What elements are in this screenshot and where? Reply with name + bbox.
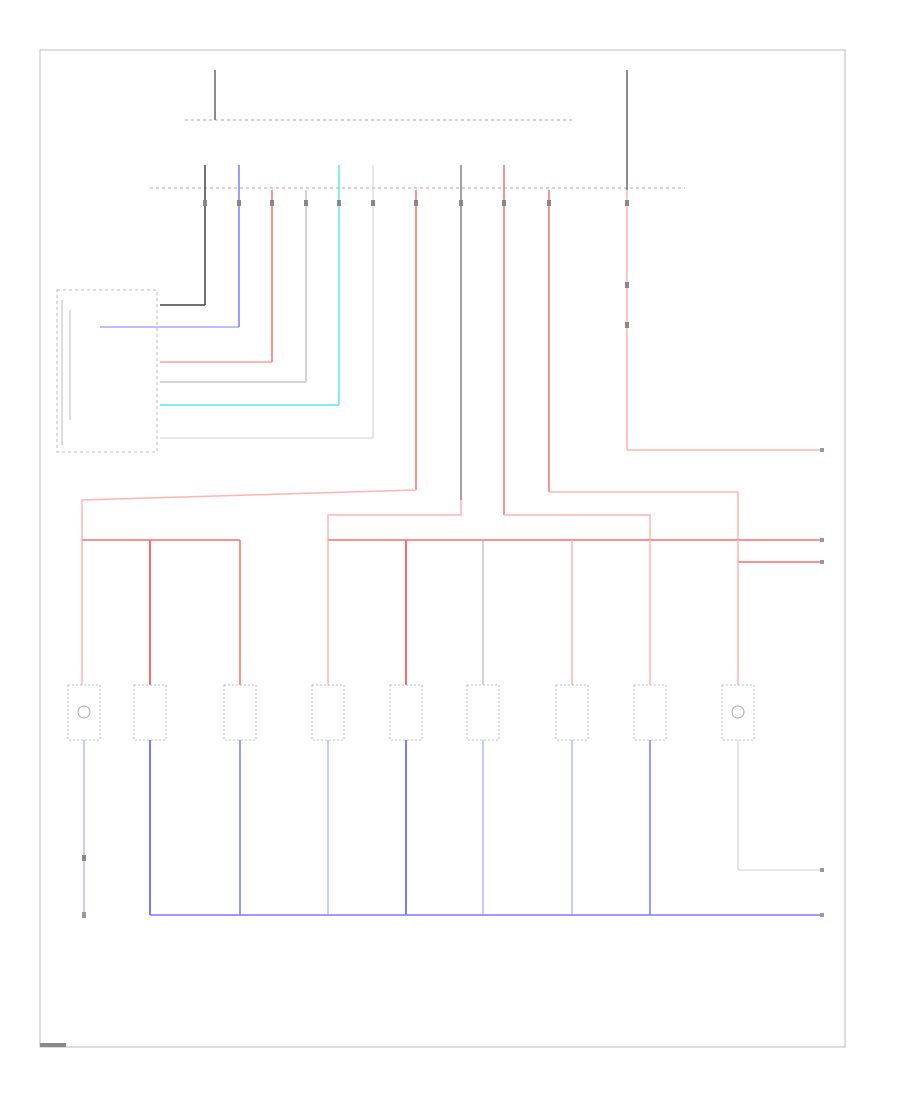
wire-red-route-4 (549, 491, 739, 540)
bulb-icon-2 (731, 705, 745, 719)
combination-switch-box (56, 289, 158, 453)
bulb-icon (77, 705, 91, 719)
component-c1 (67, 684, 101, 741)
wire-red-route-1 (81, 489, 417, 540)
wire-red-route-2 (327, 500, 462, 540)
frame-corner-label (40, 1043, 66, 1047)
component-c7 (555, 684, 589, 741)
diagram-frame (39, 49, 846, 1048)
component-c8 (633, 684, 667, 741)
component-c5 (389, 684, 423, 741)
component-c4 (311, 684, 345, 741)
wire-red-route-3 (504, 514, 651, 540)
component-c9 (721, 684, 755, 741)
component-c6 (466, 684, 500, 741)
component-c3 (223, 684, 257, 741)
component-c2 (133, 684, 167, 741)
